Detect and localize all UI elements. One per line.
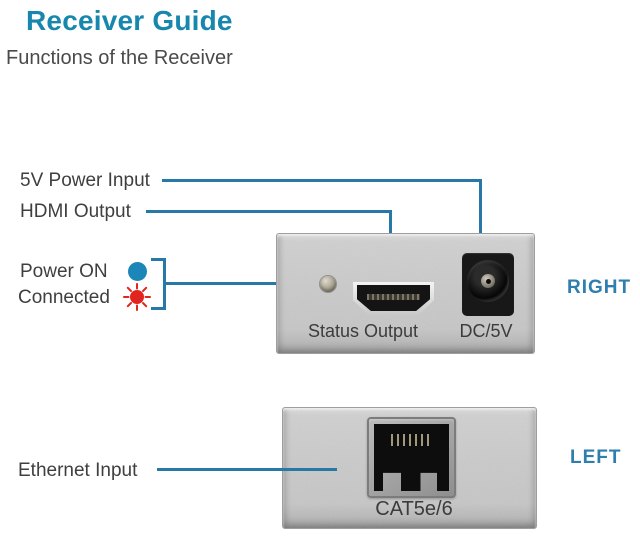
rj45-port-opening: [374, 424, 449, 491]
callout-line-ethernet: [157, 468, 337, 471]
side-label-left: LEFT: [570, 447, 622, 468]
callout-hdmi-output: HDMI Output: [20, 201, 131, 222]
legend-power-on-label: Power ON: [20, 261, 108, 282]
status-output-label: Status Output: [307, 321, 419, 341]
hdmi-connector-tongue: [367, 294, 420, 301]
dc-5v-label: DC/5V: [459, 321, 513, 341]
side-label-right: RIGHT: [567, 277, 632, 298]
receiver-right-panel: Status Output DC/5V: [276, 233, 535, 354]
led-bracket-bottom: [151, 307, 166, 310]
callout-line-5v-vertical: [479, 179, 482, 243]
cat5e-6-label: CAT5e/6: [375, 498, 453, 520]
dc-jack-pin-hole: [486, 279, 491, 284]
connected-blinking-led-icon: [123, 283, 151, 311]
power-on-led-icon: [128, 262, 147, 281]
led-bracket-top: [151, 258, 166, 261]
hdmi-port-opening: [357, 285, 430, 311]
dc-jack-pin: [481, 274, 495, 288]
legend-connected-label: Connected: [18, 287, 110, 308]
callout-line-5v-horizontal: [162, 179, 482, 182]
page-title: Receiver Guide: [26, 5, 233, 36]
rj45-port: [367, 417, 456, 498]
page-subtitle: Functions of the Receiver: [6, 47, 233, 69]
callout-ethernet-input: Ethernet Input: [18, 460, 138, 481]
rj45-contact-pins: [390, 434, 433, 446]
hdmi-port: [353, 282, 434, 315]
callout-line-status-led: [166, 282, 276, 285]
dc-jack-barrel: [467, 260, 509, 302]
dc-jack: [462, 253, 514, 316]
callout-5v-power-input: 5V Power Input: [20, 170, 150, 191]
callout-line-hdmi-horizontal: [146, 210, 392, 213]
led-bracket-vertical: [163, 258, 166, 310]
status-led: [320, 276, 336, 292]
